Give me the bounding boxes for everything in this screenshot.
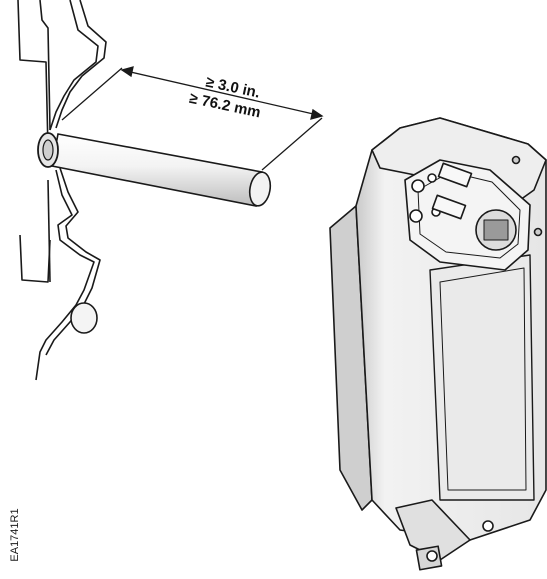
shaft-end [248,171,272,207]
bottom-connector [395,499,471,561]
jackshaft [37,132,272,207]
actuator [329,117,547,571]
blade-pin [70,302,98,334]
damper-frame [17,0,107,381]
front-panel [429,254,535,501]
dimension-line [61,66,324,171]
figure-code: EA1741R1 [9,508,21,562]
